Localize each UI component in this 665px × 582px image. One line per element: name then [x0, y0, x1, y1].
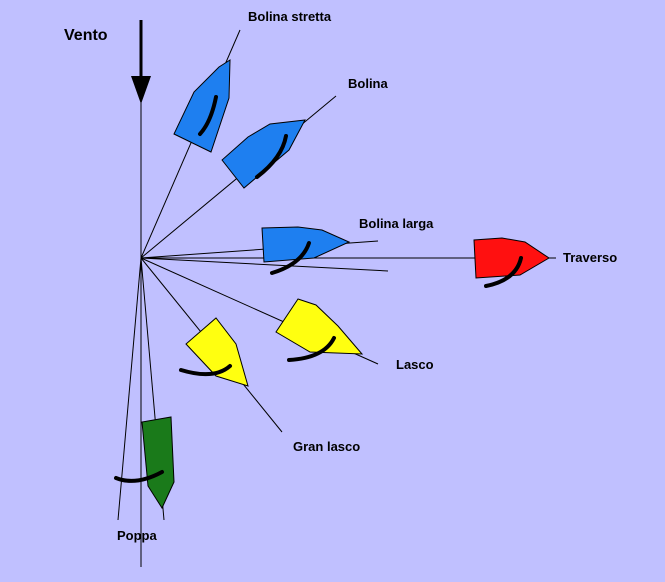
boat-hull: [141, 416, 175, 510]
boat-hull: [261, 226, 351, 263]
label-close-hauled: Bolina stretta: [248, 9, 332, 24]
boat-fine-reach: [261, 226, 351, 275]
label-beam-reach: Traverso: [563, 250, 617, 265]
label-wind: Vento: [64, 27, 108, 44]
boat-hull: [473, 237, 550, 279]
boat-beam-reach: [473, 237, 550, 288]
wind-arrow-head: [131, 76, 151, 104]
boat-close-hauled: [173, 59, 231, 153]
ray-fine-reach-lower: [140, 257, 389, 272]
boat-sail: [255, 134, 288, 179]
boat-hull: [275, 298, 364, 355]
boat-running: [114, 416, 175, 510]
boat-broad-reach: [275, 298, 364, 362]
boat-sail: [198, 95, 218, 136]
label-close-reach: Bolina: [348, 76, 388, 91]
boat-hull: [173, 59, 231, 153]
boat-hull: [185, 317, 249, 387]
boat-sail: [484, 256, 523, 288]
boat-sail: [114, 470, 164, 483]
boat-sail: [179, 364, 232, 377]
label-broad-reach-wide: Gran lasco: [293, 439, 360, 454]
label-broad-reach: Lasco: [396, 357, 434, 372]
wind-arrow: [131, 20, 151, 104]
label-fine-reach: Bolina larga: [359, 216, 434, 231]
label-running: Poppa: [117, 528, 157, 543]
boat-close-reach: [221, 119, 306, 189]
ray-running-left: [117, 257, 142, 521]
boat-sail: [270, 241, 311, 275]
boat-sail: [287, 336, 336, 362]
boat-broad-reach-wide: [179, 317, 249, 387]
